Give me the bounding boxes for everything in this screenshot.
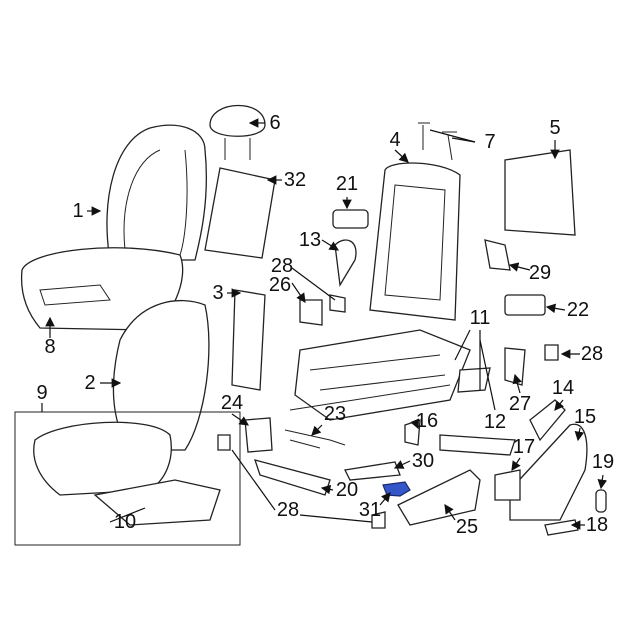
part-17-switch — [494, 469, 521, 501]
callout-11: 11 — [469, 307, 491, 329]
callout-9: 9 — [36, 382, 48, 404]
part-6-headrest — [209, 104, 266, 137]
part-29-motor — [484, 239, 511, 271]
callout-22: 22 — [566, 299, 590, 321]
callout-10: 10 — [113, 511, 137, 533]
callout-16: 16 — [415, 410, 439, 432]
part-1-seat-back-cover — [106, 124, 208, 261]
part-26-bracket — [299, 299, 323, 326]
seat-track-frame — [294, 329, 471, 421]
callout-5: 5 — [549, 117, 561, 139]
callout-15: 15 — [573, 406, 597, 428]
callout-7: 7 — [484, 131, 496, 153]
callout-25: 25 — [455, 516, 479, 538]
part-27-bracket — [504, 347, 526, 386]
part-19-knob — [595, 489, 607, 513]
part-28-bracket-c — [217, 434, 231, 451]
part-28-bracket-b — [544, 344, 559, 361]
part-28-bracket-d — [371, 511, 386, 529]
callout-24: 24 — [220, 392, 244, 414]
callout-17: 17 — [512, 436, 536, 458]
callout-32: 32 — [283, 169, 307, 191]
part-25-shield — [397, 469, 481, 526]
callout-6: 6 — [269, 112, 281, 134]
part-23-harness — [284, 429, 346, 449]
callout-3: 3 — [212, 282, 224, 304]
callout-29: 29 — [528, 262, 552, 284]
callout-19: 19 — [591, 451, 615, 473]
part-7-bolts — [418, 122, 457, 161]
callout-12: 12 — [483, 411, 507, 433]
callout-27: 27 — [508, 393, 532, 415]
callout-1: 1 — [72, 200, 84, 222]
callout-30: 30 — [411, 450, 435, 472]
callout-31: 31 — [358, 499, 382, 521]
callout-4: 4 — [389, 129, 401, 151]
part-9-group-box — [14, 411, 241, 546]
callout-28-c: 28 — [276, 499, 300, 521]
part-31-highlighted — [382, 481, 411, 497]
part-3-panel — [231, 289, 266, 391]
part-10-pan — [93, 479, 221, 526]
part-15-side-shield — [509, 423, 588, 521]
callout-28-b: 28 — [580, 343, 604, 365]
part-24-bracket — [244, 417, 273, 453]
callout-26: 26 — [268, 274, 292, 296]
part-22-module — [504, 294, 546, 316]
part-4-seat-frame — [369, 162, 461, 321]
part-32-back-panel — [204, 167, 276, 259]
callout-8: 8 — [44, 336, 56, 358]
part-21-module — [332, 209, 369, 229]
callout-2: 2 — [84, 372, 96, 394]
part-9-cushion-pad — [33, 421, 172, 496]
callout-20: 20 — [335, 479, 359, 501]
callout-21: 21 — [335, 173, 359, 195]
part-30-cover — [344, 461, 401, 481]
callout-28-a: 28 — [270, 255, 294, 277]
part-14-trim — [529, 399, 566, 442]
part-20-trim — [254, 459, 331, 496]
callout-18: 18 — [585, 514, 609, 536]
part-13-cover — [334, 239, 357, 287]
part-2-back-pad — [112, 299, 210, 451]
part-5-lumbar — [504, 149, 576, 236]
callout-13: 13 — [298, 229, 322, 251]
callout-23: 23 — [323, 403, 347, 425]
part-18-knob — [544, 519, 579, 536]
callout-14: 14 — [551, 377, 575, 399]
part-11-bracket — [457, 367, 491, 393]
part-12-rail — [439, 434, 516, 456]
